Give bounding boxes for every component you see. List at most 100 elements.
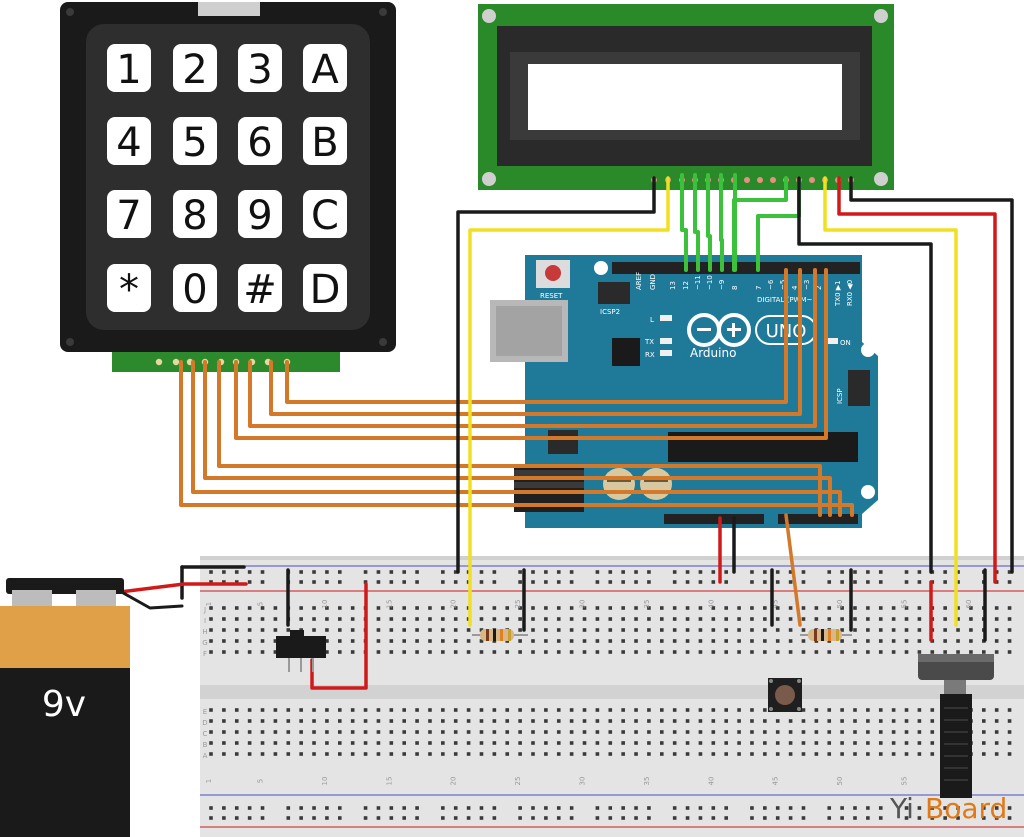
breadboard-hole[interactable] [556, 570, 561, 574]
breadboard-hole[interactable] [672, 741, 677, 745]
breadboard-hole[interactable] [775, 628, 780, 632]
breadboard-hole[interactable] [698, 570, 703, 574]
breadboard-hole[interactable] [737, 719, 741, 723]
breadboard-hole[interactable] [402, 617, 406, 621]
breadboard-hole[interactable] [891, 628, 896, 632]
potentiometer[interactable] [918, 654, 994, 798]
breadboard-hole[interactable] [312, 730, 316, 734]
breadboard-hole[interactable] [724, 741, 728, 745]
slide-switch[interactable] [276, 630, 326, 672]
breadboard-hole[interactable] [234, 806, 239, 810]
keypad-key[interactable]: * [107, 264, 151, 313]
breadboard-hole[interactable] [904, 708, 909, 712]
breadboard-hole[interactable] [415, 719, 419, 723]
breadboard-hole[interactable] [389, 570, 394, 574]
breadboard-hole[interactable] [376, 741, 381, 745]
breadboard-hole[interactable] [209, 719, 213, 723]
breadboard-hole[interactable] [466, 730, 471, 734]
breadboard-hole[interactable] [247, 806, 252, 810]
breadboard-hole[interactable] [402, 580, 406, 584]
breadboard-hole[interactable] [608, 639, 613, 643]
breadboard-hole[interactable] [943, 617, 947, 621]
breadboard-hole[interactable] [453, 730, 458, 734]
breadboard-hole[interactable] [788, 628, 793, 632]
breadboard-hole[interactable] [376, 617, 381, 621]
breadboard-hole[interactable] [685, 639, 690, 643]
breadboard-hole[interactable] [827, 708, 832, 712]
breadboard-hole[interactable] [389, 816, 394, 820]
breadboard-hole[interactable] [724, 708, 728, 712]
breadboard-hole[interactable] [801, 708, 806, 712]
breadboard-hole[interactable] [763, 741, 767, 745]
breadboard-hole[interactable] [866, 719, 870, 723]
breadboard-hole[interactable] [389, 639, 394, 643]
breadboard-hole[interactable] [582, 730, 587, 734]
breadboard-hole[interactable] [801, 628, 806, 632]
breadboard-hole[interactable] [441, 617, 445, 621]
breadboard-hole[interactable] [453, 719, 458, 723]
breadboard-hole[interactable] [234, 617, 239, 621]
breadboard-hole[interactable] [956, 816, 960, 820]
breadboard-hole[interactable] [634, 639, 638, 643]
breadboard-hole[interactable] [608, 628, 613, 632]
breadboard-hole[interactable] [492, 650, 497, 654]
breadboard-hole[interactable] [866, 816, 870, 820]
breadboard-hole[interactable] [982, 719, 986, 723]
breadboard-hole[interactable] [492, 816, 497, 820]
breadboard-hole[interactable] [415, 806, 419, 810]
breadboard-hole[interactable] [827, 570, 832, 574]
breadboard-hole[interactable] [595, 650, 600, 654]
breadboard-hole[interactable] [260, 806, 265, 810]
breadboard-hole[interactable] [840, 639, 844, 643]
breadboard-hole[interactable] [866, 628, 870, 632]
breadboard-hole[interactable] [479, 719, 484, 723]
breadboard-hole[interactable] [904, 617, 909, 621]
breadboard-hole[interactable] [840, 741, 844, 745]
breadboard-hole[interactable] [415, 816, 419, 820]
breadboard-hole[interactable] [737, 708, 741, 712]
breadboard-hole[interactable] [621, 752, 625, 756]
breadboard-hole[interactable] [698, 752, 703, 756]
breadboard-hole[interactable] [891, 730, 896, 734]
breadboard-hole[interactable] [621, 617, 625, 621]
breadboard-hole[interactable] [853, 708, 857, 712]
breadboard-hole[interactable] [660, 606, 664, 610]
breadboard-hole[interactable] [853, 606, 857, 610]
breadboard-hole[interactable] [660, 708, 664, 712]
breadboard-hole[interactable] [647, 639, 651, 643]
breadboard-hole[interactable] [299, 617, 303, 621]
breadboard-hole[interactable] [969, 606, 973, 610]
breadboard-hole[interactable] [479, 639, 484, 643]
keypad-key[interactable]: 3 [238, 44, 282, 93]
breadboard-hole[interactable] [363, 806, 368, 810]
breadboard-hole[interactable] [621, 628, 625, 632]
breadboard-hole[interactable] [994, 719, 999, 723]
breadboard-hole[interactable] [466, 741, 471, 745]
breadboard-hole[interactable] [672, 752, 677, 756]
breadboard-hole[interactable] [904, 650, 909, 654]
breadboard-hole[interactable] [917, 806, 922, 810]
breadboard-hole[interactable] [325, 570, 329, 574]
breadboard-hole[interactable] [325, 730, 329, 734]
breadboard-hole[interactable] [982, 650, 986, 654]
breadboard-hole[interactable] [801, 816, 806, 820]
breadboard-hole[interactable] [415, 730, 419, 734]
breadboard-hole[interactable] [711, 730, 716, 734]
breadboard-hole[interactable] [453, 570, 458, 574]
breadboard-hole[interactable] [338, 752, 342, 756]
breadboard-hole[interactable] [878, 639, 883, 643]
breadboard-hole[interactable] [647, 617, 651, 621]
breadboard-hole[interactable] [866, 606, 870, 610]
breadboard-hole[interactable] [943, 606, 947, 610]
breadboard-hole[interactable] [891, 606, 896, 610]
breadboard-hole[interactable] [312, 570, 316, 574]
breadboard-hole[interactable] [775, 741, 780, 745]
breadboard-hole[interactable] [763, 617, 767, 621]
breadboard-hole[interactable] [750, 650, 754, 654]
breadboard-hole[interactable] [273, 719, 278, 723]
breadboard-hole[interactable] [994, 650, 999, 654]
breadboard-hole[interactable] [904, 730, 909, 734]
breadboard-hole[interactable] [608, 570, 613, 574]
breadboard-hole[interactable] [299, 708, 303, 712]
breadboard-hole[interactable] [428, 752, 432, 756]
